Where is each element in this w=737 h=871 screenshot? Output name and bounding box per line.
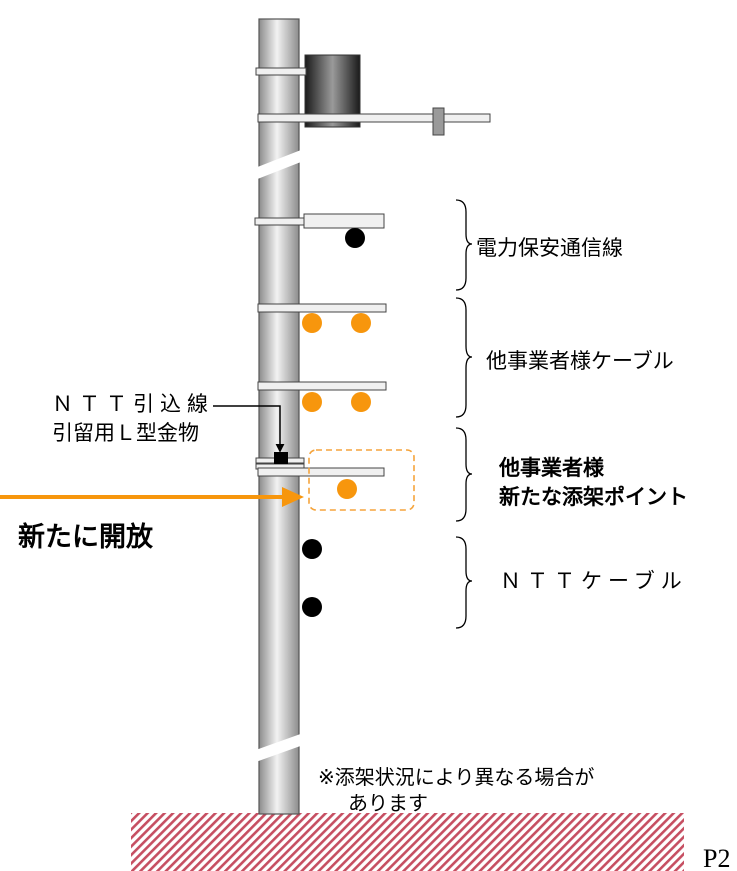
label-note: ※添架状況により異なる場合が あります (318, 764, 594, 816)
brace-ntt-cable (455, 536, 473, 629)
brace-new-point (455, 427, 473, 522)
power-line-cable (345, 228, 365, 248)
label-ntt-dropline-line2: 引留用Ｌ型金物 (52, 421, 199, 445)
utility-pole (250, 18, 306, 815)
crossarm-power-line (254, 213, 385, 248)
crossarm-other-operator-2 (257, 381, 387, 412)
new-point-dashed-box (308, 449, 415, 511)
label-new-point: 他事業者様 新たな添架ポイント (499, 454, 737, 512)
pole-break-top (250, 148, 306, 182)
ntt-cable (302, 597, 322, 617)
label-new-point-line1: 他事業者様 (499, 456, 604, 480)
brace-power-line (455, 199, 473, 291)
dropline-leader (213, 405, 285, 453)
label-newly-opened: 新たに開放 (18, 522, 153, 553)
brace-other-operator (455, 297, 473, 418)
label-ntt-dropline: ＮＴＴ引込線 引留用Ｌ型金物 (52, 390, 214, 448)
other-cable (302, 313, 322, 333)
pole-top-equipment (255, 54, 491, 136)
label-new-point-line2: 新たな添架ポイント (499, 485, 688, 509)
l-bracket (255, 452, 305, 470)
page-number: P2 (703, 846, 731, 871)
label-ntt-cable: ＮＴＴケーブル (500, 569, 688, 593)
crossarm-other-operator-1 (257, 303, 387, 333)
ntt-cable (302, 539, 322, 559)
label-ntt-dropline-line1: ＮＴＴ引込線 (52, 392, 214, 416)
pole-break-bottom (250, 732, 306, 764)
label-other-operator-cable: 他事業者様ケーブル (486, 349, 674, 373)
other-cable (351, 313, 371, 333)
label-note-line2: あります (348, 791, 428, 815)
label-note-line1: ※添架状況により異なる場合が (318, 765, 595, 789)
crossarm-new-point (257, 449, 415, 511)
label-power-line: 電力保安通信線 (476, 236, 623, 260)
other-cable (302, 392, 322, 412)
new-point-cable (337, 479, 357, 499)
ground-hatch (131, 813, 684, 871)
newly-opened-arrow (0, 487, 304, 507)
other-cable (351, 392, 371, 412)
